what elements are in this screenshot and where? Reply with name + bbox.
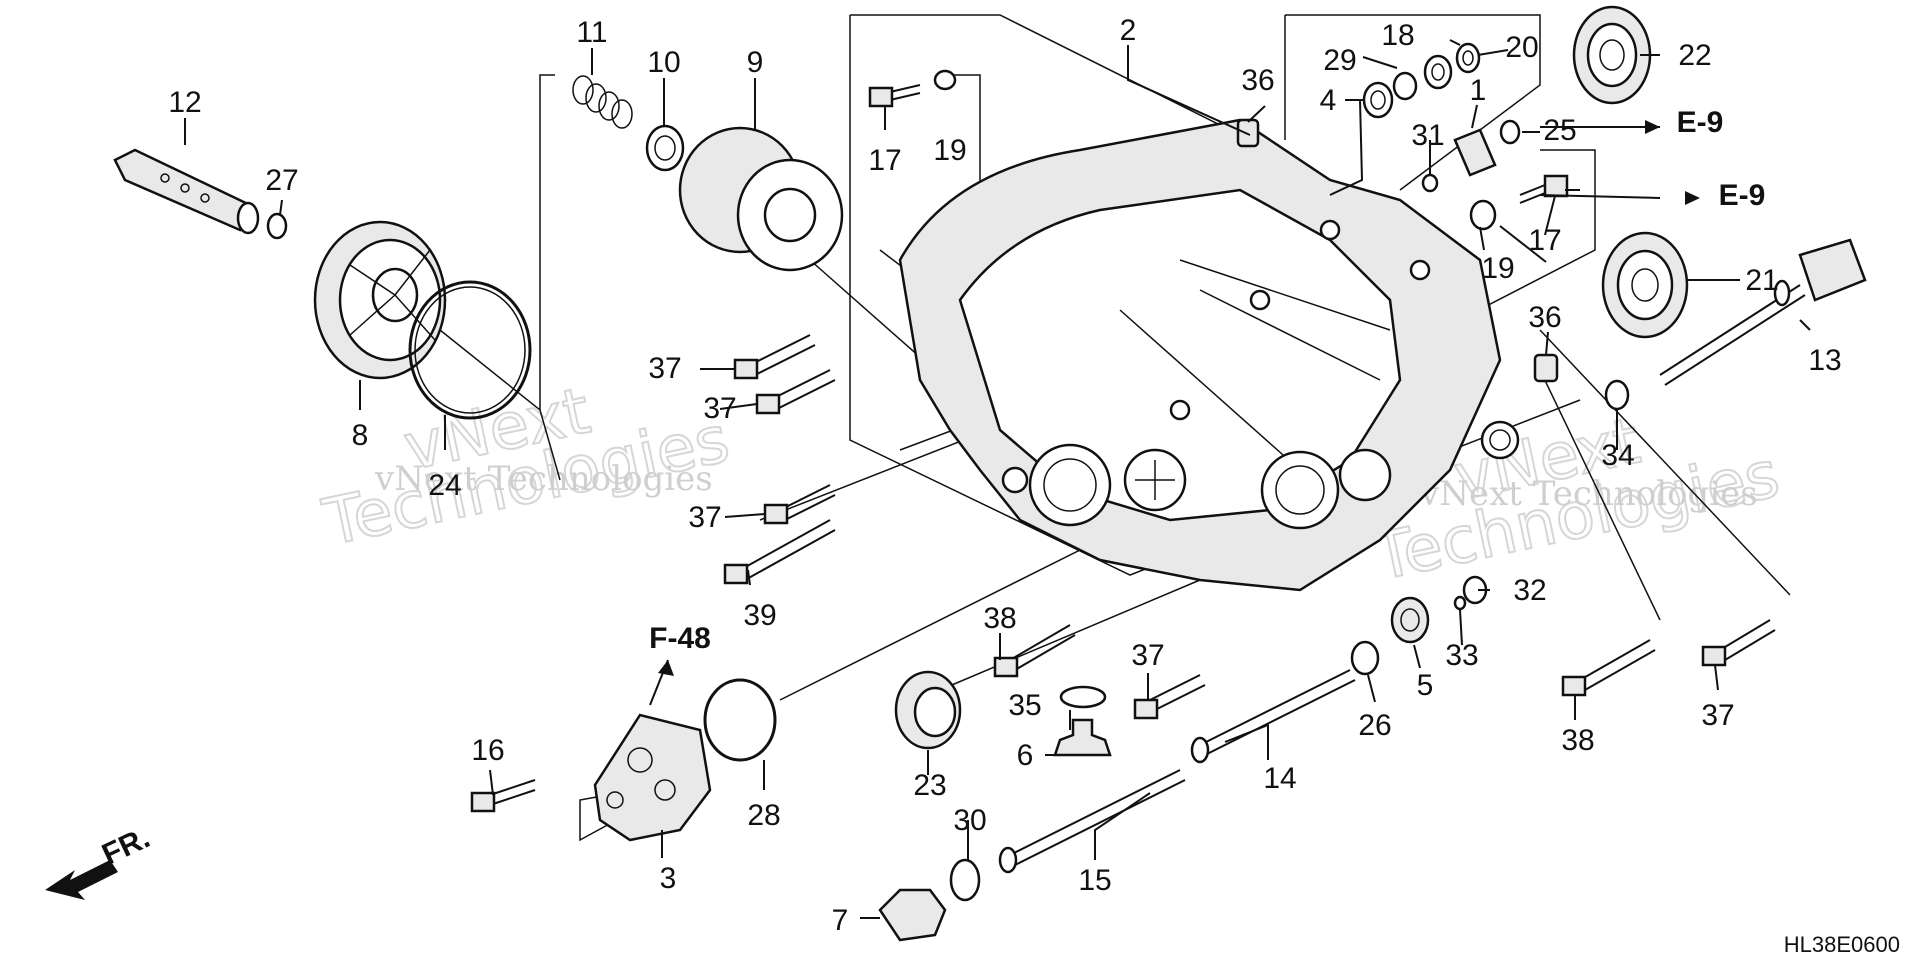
callout-37[interactable]: 37 <box>648 352 681 385</box>
callout-9[interactable]: 9 <box>747 46 764 79</box>
diagram-code: HL38E0600 <box>1784 932 1900 957</box>
callout-numbers: 1 2 3 4 5 6 7 8 9 10 11 12 13 14 15 16 1… <box>168 14 1841 937</box>
front-direction-arrow: FR. <box>45 821 155 900</box>
callout-37[interactable]: 37 <box>1701 699 1734 732</box>
callout-39[interactable]: 39 <box>743 599 776 632</box>
callout-13[interactable]: 13 <box>1808 344 1841 377</box>
callout-30[interactable]: 30 <box>953 804 986 837</box>
callout-8[interactable]: 8 <box>352 419 369 452</box>
callout-5[interactable]: 5 <box>1417 669 1434 702</box>
callout-11[interactable]: 11 <box>576 16 607 49</box>
callout-15[interactable]: 15 <box>1078 864 1111 897</box>
callout-18[interactable]: 18 <box>1381 19 1414 52</box>
callout-20[interactable]: 20 <box>1505 31 1538 64</box>
callout-25[interactable]: 25 <box>1543 114 1576 147</box>
callout-23[interactable]: 23 <box>913 769 946 802</box>
watermark: Technologies vNext vNext Technologies Te… <box>316 373 1787 596</box>
callout-6[interactable]: 6 <box>1017 739 1034 772</box>
callout-36[interactable]: 36 <box>1528 301 1561 334</box>
o-ring-part <box>1059 685 1107 709</box>
o-ring-large-inner <box>414 286 526 414</box>
callout-37[interactable]: 37 <box>703 392 736 425</box>
cap-part <box>1053 718 1112 757</box>
dowel-pin-part <box>1533 353 1559 383</box>
callout-1[interactable]: 1 <box>1470 74 1487 107</box>
dowel-pin-part <box>1236 118 1260 148</box>
callout-27[interactable]: 27 <box>265 164 298 197</box>
ref-e9-upper[interactable]: E-9 <box>1677 106 1724 139</box>
oil-filter-cover-part <box>313 220 447 380</box>
oil-strainer-part <box>113 148 260 235</box>
callout-29[interactable]: 29 <box>1323 44 1356 77</box>
crankcase-cover <box>898 118 1520 592</box>
callout-35[interactable]: 35 <box>1008 689 1041 722</box>
callout-38[interactable]: 38 <box>1561 724 1594 757</box>
oil-filter-part <box>678 126 844 272</box>
callout-16[interactable]: 16 <box>471 734 504 767</box>
callout-26[interactable]: 26 <box>1358 709 1391 742</box>
callout-2[interactable]: 2 <box>1120 14 1137 47</box>
callout-17[interactable]: 17 <box>868 144 901 177</box>
watermark-text: vNext Technologies <box>1419 474 1758 514</box>
o-ring-large-part <box>408 280 532 420</box>
plug-part <box>1390 596 1430 644</box>
callout-28[interactable]: 28 <box>747 799 780 832</box>
dipstick-part <box>1659 238 1867 386</box>
bearing-part <box>1601 231 1689 339</box>
callout-14[interactable]: 14 <box>1263 762 1296 795</box>
callout-31[interactable]: 31 <box>1411 119 1444 152</box>
watermark-text: vNext Technologies <box>374 459 713 499</box>
ref-e9-lower[interactable]: E-9 <box>1719 179 1766 212</box>
callout-38[interactable]: 38 <box>983 602 1016 635</box>
callout-3[interactable]: 3 <box>660 862 677 895</box>
drain-plug-part <box>878 888 947 942</box>
callout-12[interactable]: 12 <box>168 86 201 119</box>
o-ring-part <box>266 212 288 240</box>
callout-34[interactable]: 34 <box>1601 439 1634 472</box>
housing-part <box>593 713 712 842</box>
callout-17[interactable]: 17 <box>1528 224 1561 257</box>
reference-labels: E-9 E-9 F-48 <box>649 106 1766 706</box>
callout-32[interactable]: 32 <box>1513 574 1546 607</box>
callout-33[interactable]: 33 <box>1445 639 1478 672</box>
callout-22[interactable]: 22 <box>1678 39 1711 72</box>
seal-rings <box>1350 42 1630 676</box>
bolts <box>470 69 1776 813</box>
callout-19[interactable]: 19 <box>933 134 966 167</box>
callout-37[interactable]: 37 <box>1131 639 1164 672</box>
ref-f48[interactable]: F-48 <box>649 622 711 655</box>
leader-lines <box>184 39 1811 919</box>
callout-37[interactable]: 37 <box>688 501 721 534</box>
o-ring-part <box>703 678 777 762</box>
long-bolt-part <box>1009 769 1186 866</box>
callout-21[interactable]: 21 <box>1745 264 1778 297</box>
valve-part <box>1453 128 1497 177</box>
callout-4[interactable]: 4 <box>1320 84 1337 117</box>
washer-part <box>645 124 685 172</box>
bearing-part <box>1572 5 1652 105</box>
callout-24[interactable]: 24 <box>428 469 461 502</box>
long-bolt-part <box>1199 669 1356 756</box>
o-ring-part <box>949 858 981 902</box>
callout-36[interactable]: 36 <box>1241 64 1274 97</box>
callout-10[interactable]: 10 <box>647 46 680 79</box>
spring-part <box>572 75 633 129</box>
callout-19[interactable]: 19 <box>1481 252 1514 285</box>
callout-7[interactable]: 7 <box>832 904 849 937</box>
